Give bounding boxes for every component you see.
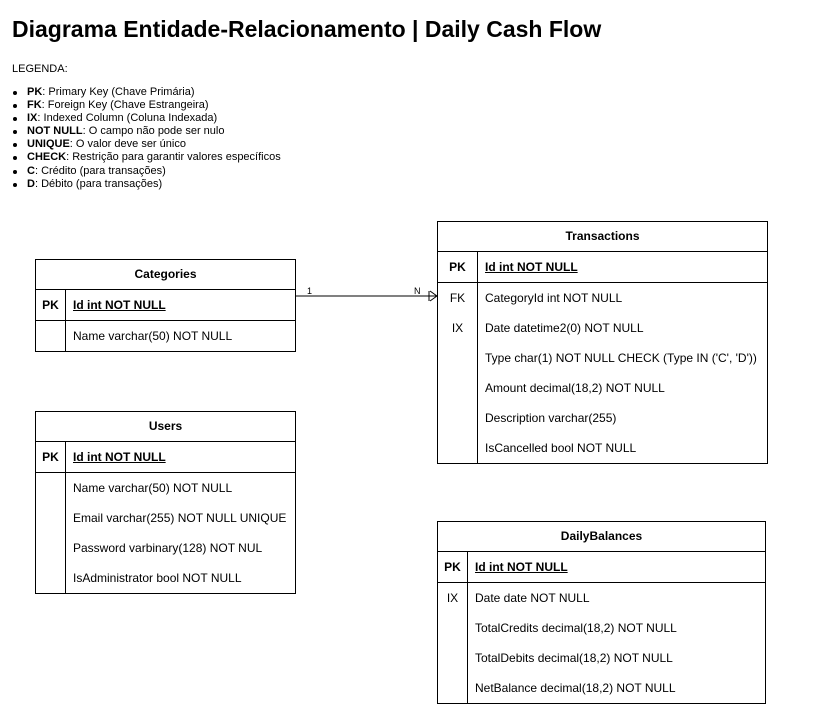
legend-text: : Débito (para transações) — [34, 177, 163, 190]
key-marker: IX — [446, 591, 459, 605]
foreign-key-field: CategoryId int NOT NULL — [485, 291, 623, 305]
legend-key: PK — [27, 86, 43, 98]
primary-key-section: PK Id int NOT NULL — [438, 552, 765, 583]
indexed-field: Date date NOT NULL — [475, 591, 590, 605]
attribute-field: Description varchar(255) — [485, 411, 617, 425]
attribute-field: TotalCredits decimal(18,2) NOT NULL — [475, 621, 677, 635]
attribute-field: IsAdministrator bool NOT NULL — [73, 571, 242, 585]
entity-name: DailyBalances — [438, 522, 765, 552]
key-marker — [438, 643, 467, 673]
entity-transactions[interactable]: Transactions PK Id int NOT NULL FK IX Ca… — [437, 221, 768, 464]
primary-key-field: Id int NOT NULL — [73, 450, 166, 464]
entity-name: Categories — [36, 260, 295, 290]
key-marker: PK — [42, 298, 59, 312]
entity-name: Users — [36, 412, 295, 442]
attribute-field: Email varchar(255) NOT NULL UNIQUE — [73, 511, 287, 525]
key-marker — [438, 403, 477, 433]
key-marker: IX — [451, 321, 464, 335]
legend-text: : O campo não pode ser nulo — [82, 125, 225, 138]
legend-item: C: Crédito (para transações) — [12, 165, 281, 178]
legend-key: D — [27, 177, 35, 190]
indexed-field: Date datetime2(0) NOT NULL — [485, 321, 644, 335]
legend-text: : Indexed Column (Coluna Indexada) — [37, 112, 218, 125]
legend-list: PK: Primary Key (Chave Primária) FK: For… — [12, 86, 281, 191]
legend-text: : Foreign Key (Chave Estrangeira) — [41, 99, 209, 112]
legend-text: : Crédito (para transações) — [34, 164, 166, 177]
diagram-title: Diagrama Entidade-Relacionamento | Daily… — [12, 16, 602, 42]
legend-item: NOT NULL: O campo não pode ser nulo — [12, 125, 281, 138]
legend-key: IX — [27, 112, 38, 125]
primary-key-section: PK Id int NOT NULL — [36, 290, 295, 321]
entity-categories[interactable]: Categories PK Id int NOT NULL Name varch… — [35, 259, 296, 352]
primary-key-section: PK Id int NOT NULL — [438, 252, 767, 283]
key-marker — [438, 433, 477, 463]
entity-dailybalances[interactable]: DailyBalances PK Id int NOT NULL IX Date… — [437, 521, 766, 704]
attribute-field: TotalDebits decimal(18,2) NOT NULL — [475, 651, 673, 665]
legend-text: : O valor deve ser único — [69, 138, 186, 151]
legend-key: FK — [27, 99, 42, 112]
primary-key-field: Id int NOT NULL — [73, 298, 166, 312]
key-marker — [36, 321, 65, 351]
key-marker — [438, 343, 477, 373]
attribute-section: FK IX CategoryId int NOT NULL Date datet… — [438, 283, 767, 463]
attribute-section: IX Date date NOT NULL TotalCredits decim… — [438, 583, 765, 703]
crowfoot-toe — [429, 295, 438, 302]
key-marker — [36, 563, 65, 593]
key-marker — [438, 673, 467, 703]
legend-item: UNIQUE: O valor deve ser único — [12, 138, 281, 151]
legend-text: : Primary Key (Chave Primária) — [42, 86, 195, 98]
legend-key: C — [27, 164, 35, 177]
legend-key: UNIQUE — [27, 138, 70, 151]
cardinality-many-label: N — [414, 286, 421, 296]
key-marker: PK — [42, 450, 59, 464]
primary-key-field: Id int NOT NULL — [485, 260, 578, 274]
primary-key-section: PK Id int NOT NULL — [36, 442, 295, 473]
legend-item: D: Débito (para transações) — [12, 178, 281, 191]
key-marker — [36, 533, 65, 563]
attribute-field: Name varchar(50) NOT NULL — [73, 481, 233, 495]
legend-text: : Restrição para garantir valores especí… — [66, 151, 281, 164]
legend-item: PK: Primary Key (Chave Primária) — [12, 86, 281, 99]
key-marker: FK — [449, 291, 466, 305]
key-marker — [36, 473, 65, 503]
legend-item: IX: Indexed Column (Coluna Indexada) — [12, 112, 281, 125]
attribute-field: NetBalance decimal(18,2) NOT NULL — [475, 681, 676, 695]
attribute-field: Type char(1) NOT NULL CHECK (Type IN ('C… — [485, 351, 757, 365]
key-marker: PK — [444, 560, 461, 574]
attribute-section: Name varchar(50) NOT NULL Email varchar(… — [36, 473, 295, 593]
legend-item: FK: Foreign Key (Chave Estrangeira) — [12, 99, 281, 112]
crowfoot-toe — [429, 290, 438, 297]
attribute-field: IsCancelled bool NOT NULL — [485, 441, 637, 455]
cardinality-one-label: 1 — [307, 286, 312, 296]
attribute-field: Name varchar(50) NOT NULL — [73, 329, 233, 343]
legend-item: CHECK: Restrição para garantir valores e… — [12, 151, 281, 164]
attribute-field: Amount decimal(18,2) NOT NULL — [485, 381, 665, 395]
entity-name: Transactions — [438, 222, 767, 252]
attribute-section: Name varchar(50) NOT NULL — [36, 321, 295, 351]
key-marker — [36, 503, 65, 533]
legend-key: CHECK — [27, 151, 67, 164]
legend-key: NOT NULL — [27, 125, 83, 138]
key-marker: PK — [449, 260, 466, 274]
entity-users[interactable]: Users PK Id int NOT NULL Name varchar(50… — [35, 411, 296, 594]
attribute-field: Password varbinary(128) NOT NUL — [73, 541, 263, 555]
primary-key-field: Id int NOT NULL — [475, 560, 568, 574]
legend-heading: LEGENDA: — [12, 63, 68, 75]
key-marker — [438, 373, 477, 403]
key-marker — [438, 613, 467, 643]
